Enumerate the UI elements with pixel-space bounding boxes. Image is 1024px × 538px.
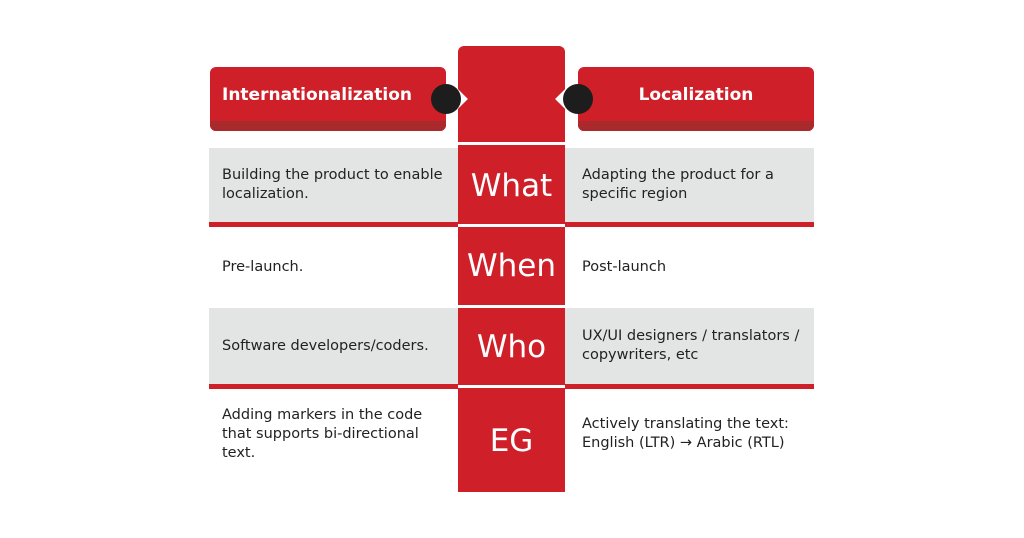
when-internationalization-text: Pre-launch.: [222, 259, 304, 275]
label-what: What: [470, 168, 553, 204]
label-when: When: [466, 248, 557, 284]
spine-separator: [458, 305, 565, 308]
what-localization-text: Adapting the product for a specific regi…: [582, 167, 774, 202]
label-who: Who: [476, 328, 547, 365]
internationalization-title: Internationalization: [222, 85, 413, 105]
who-internationalization-text: Software developers/coders.: [222, 337, 429, 354]
what-internationalization-text: Building the product to enable localizat…: [222, 167, 443, 202]
label-eg: EG: [489, 423, 534, 459]
eg-internationalization-text: Adding markers in the code that supports…: [222, 406, 423, 461]
localization-header: Localization: [578, 67, 814, 131]
localization-title: Localization: [638, 85, 754, 105]
spine-separator: [458, 224, 565, 227]
center-spine-overlay: [458, 143, 565, 492]
row-eg: Adding markers in the code that supports…: [209, 389, 814, 492]
spine-separator: [458, 142, 565, 145]
who-localization-text: UX/UI designers / translators / copywrit…: [582, 328, 800, 363]
connector-dot-left-icon: [431, 84, 461, 114]
internationalization-header: Internationalization: [210, 67, 446, 131]
when-localization-text: Post-launch: [582, 259, 667, 275]
header-shade: [210, 121, 446, 131]
spine-separator: [458, 385, 565, 388]
connector-dot-right-icon: [563, 84, 593, 114]
row-when: Pre-launch. Post-launch: [209, 227, 814, 308]
eg-localization-text: Actively translating the text: English (…: [582, 416, 789, 451]
header-shade: [578, 121, 814, 131]
